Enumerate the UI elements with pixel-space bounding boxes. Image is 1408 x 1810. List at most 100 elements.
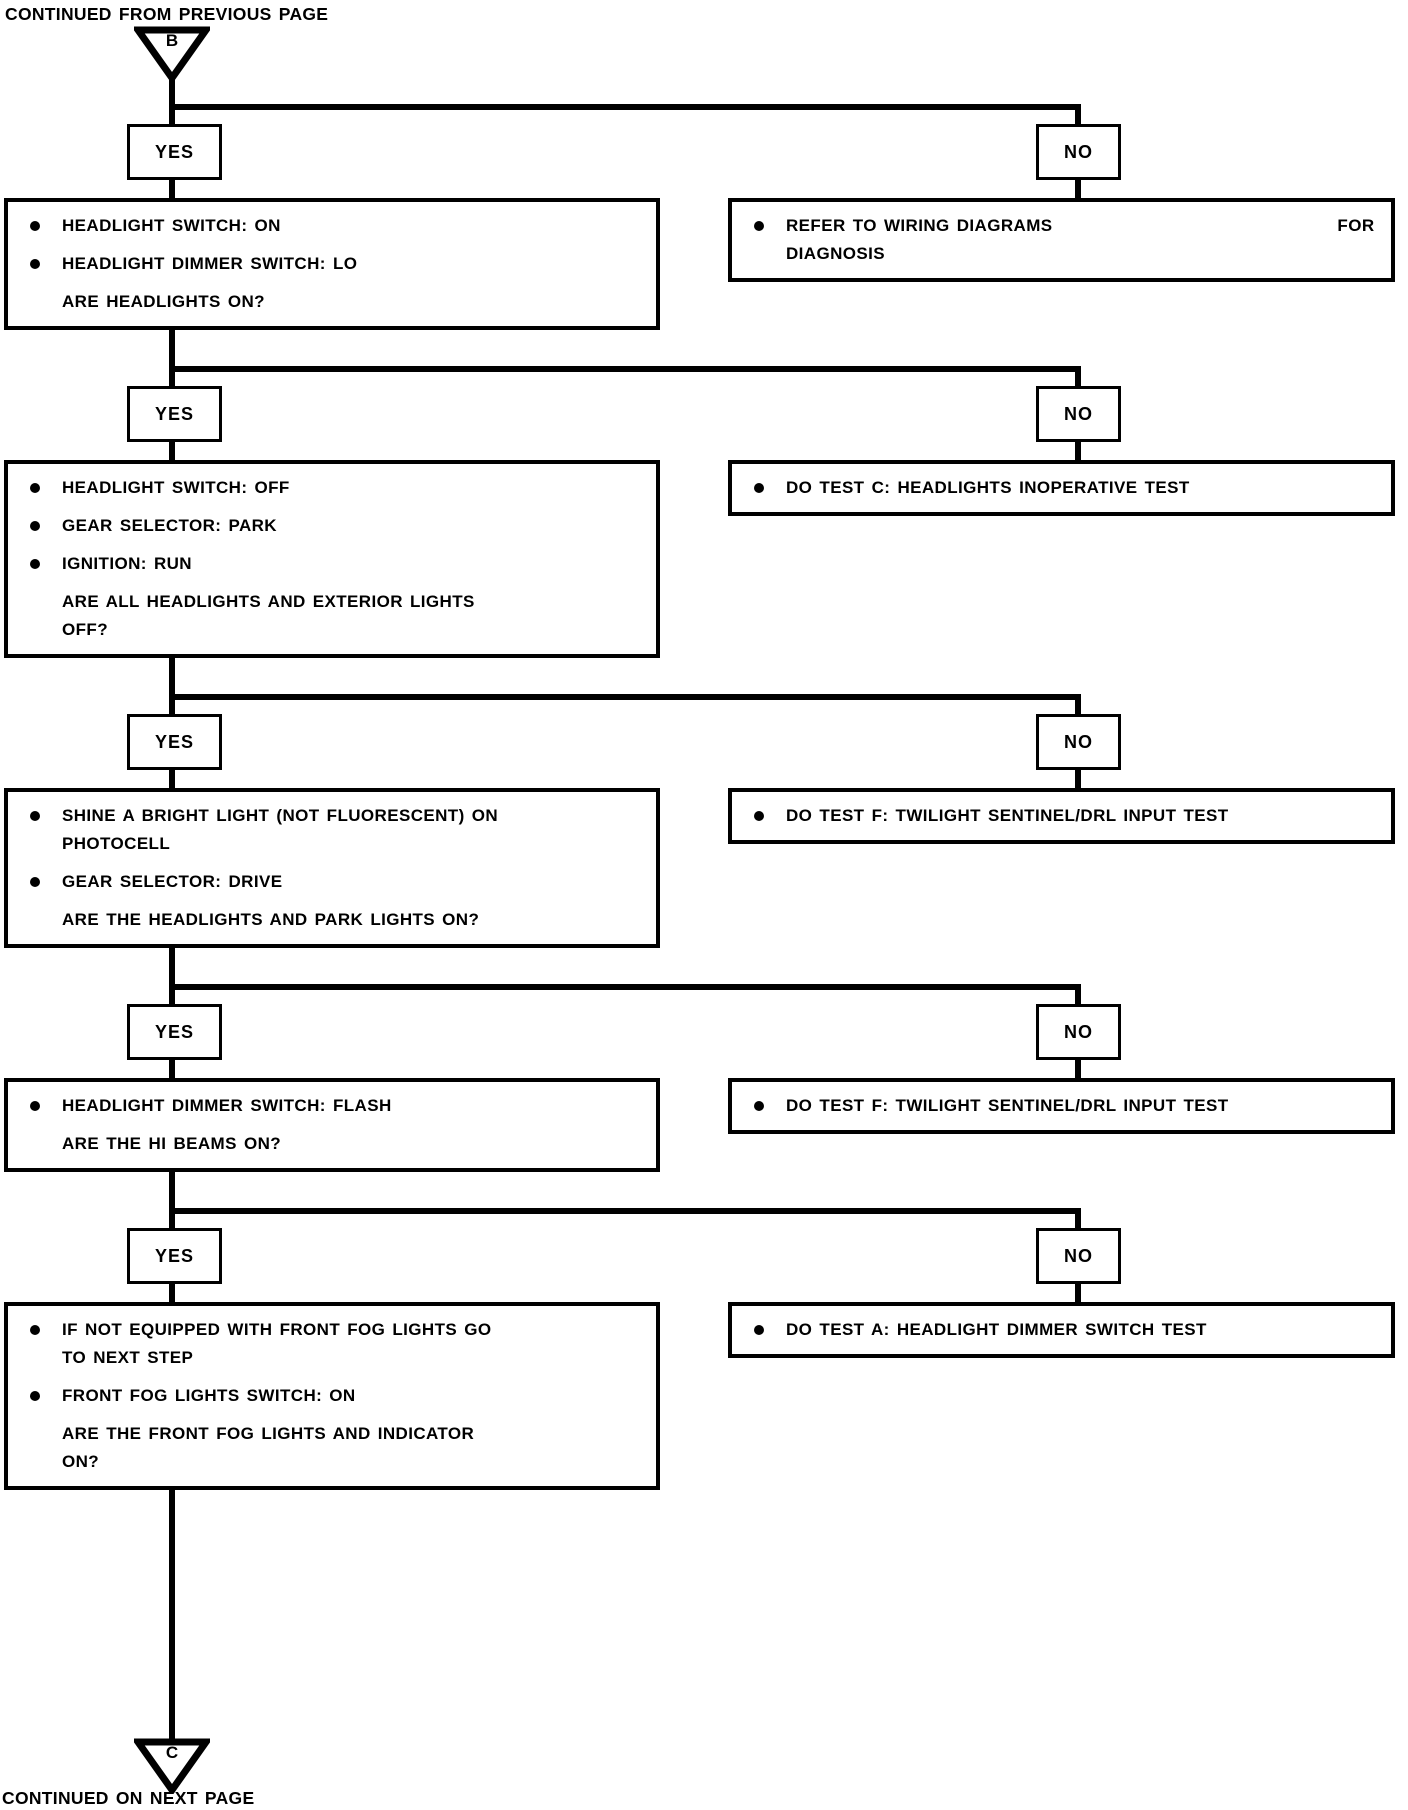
condition-box-1: HEADLIGHT SWITCH: ON HEADLIGHT DIMMER SW… <box>4 198 660 330</box>
no-label: NO <box>1064 731 1093 752</box>
bullet-icon <box>30 259 40 269</box>
question-text: ARE THE FRONT FOG LIGHTS AND INDICATOR O… <box>62 1424 475 1471</box>
bullet-icon <box>754 1101 764 1111</box>
bullet-icon <box>30 1391 40 1401</box>
bullet-icon <box>754 1325 764 1335</box>
bullet-item: REFER TO WIRING DIAGRAMS FOR DIAGNOSIS <box>748 212 1381 268</box>
bullet-text: GEAR SELECTOR: DRIVE <box>62 872 283 891</box>
connector-line <box>169 658 175 700</box>
question-item: ARE THE HI BEAMS ON? <box>24 1130 646 1158</box>
connector-line <box>1075 110 1081 124</box>
bullet-item: HEADLIGHT SWITCH: ON <box>24 212 646 240</box>
bullet-icon <box>30 559 40 569</box>
bullet-icon <box>754 221 764 231</box>
no-label: NO <box>1064 141 1093 162</box>
bullet-item: DO TEST F: TWILIGHT SENTINEL/DRL INPUT T… <box>748 1092 1381 1120</box>
question-text: ARE HEADLIGHTS ON? <box>62 292 265 311</box>
action-text: DO TEST F: TWILIGHT SENTINEL/DRL INPUT T… <box>786 806 1229 825</box>
no-badge-5: NO <box>1036 1228 1121 1284</box>
off-page-connector-c: C <box>134 1738 210 1794</box>
bullet-item: FRONT FOG LIGHTS SWITCH: ON <box>24 1382 646 1410</box>
connector-line <box>169 948 175 990</box>
connector-line <box>169 366 1081 372</box>
connector-line <box>169 78 175 110</box>
bullet-icon <box>30 521 40 531</box>
bullet-text: GEAR SELECTOR: PARK <box>62 516 277 535</box>
action-text: REFER TO WIRING DIAGRAMS FOR DIAGNOSIS <box>786 216 1375 263</box>
connector-line <box>1075 770 1081 788</box>
connector-line <box>1075 1284 1081 1302</box>
connector-line <box>169 330 175 372</box>
action-text: DO TEST A: HEADLIGHT DIMMER SWITCH TEST <box>786 1320 1207 1339</box>
bullet-icon <box>30 1101 40 1111</box>
connector-line <box>169 984 1081 990</box>
connector-line <box>1075 372 1081 386</box>
action-text: DO TEST F: TWILIGHT SENTINEL/DRL INPUT T… <box>786 1096 1229 1115</box>
bullet-item: HEADLIGHT SWITCH: OFF <box>24 474 646 502</box>
connector-line <box>169 990 175 1004</box>
connector-line <box>1075 1214 1081 1228</box>
connector-letter-b: B <box>165 31 179 50</box>
question-item: ARE ALL HEADLIGHTS AND EXTERIOR LIGHTS O… <box>24 588 646 644</box>
connector-line <box>1075 700 1081 714</box>
condition-box-5: IF NOT EQUIPPED WITH FRONT FOG LIGHTS GO… <box>4 1302 660 1490</box>
action-box-3: DO TEST F: TWILIGHT SENTINEL/DRL INPUT T… <box>728 788 1395 844</box>
action-box-5: DO TEST A: HEADLIGHT DIMMER SWITCH TEST <box>728 1302 1395 1358</box>
yes-label: YES <box>154 1021 195 1042</box>
bullet-text: HEADLIGHT SWITCH: ON <box>62 216 281 235</box>
bullet-item: GEAR SELECTOR: PARK <box>24 512 646 540</box>
yes-badge-3: YES <box>127 714 222 770</box>
connector-letter-c: C <box>165 1743 179 1762</box>
triangle-icon <box>134 1738 210 1794</box>
bullet-text: FRONT FOG LIGHTS SWITCH: ON <box>62 1386 356 1405</box>
connector-line <box>169 110 175 124</box>
bullet-icon <box>754 811 764 821</box>
yes-label: YES <box>154 1245 195 1266</box>
bullet-item: GEAR SELECTOR: DRIVE <box>24 868 646 896</box>
connector-line <box>169 1490 175 1740</box>
bullet-text: SHINE A BRIGHT LIGHT (NOT FLUORESCENT) O… <box>62 806 499 853</box>
bullet-icon <box>754 483 764 493</box>
no-badge-2: NO <box>1036 386 1121 442</box>
connector-line <box>169 180 175 198</box>
yes-badge-1: YES <box>127 124 222 180</box>
connector-line <box>169 1284 175 1302</box>
bullet-item: DO TEST A: HEADLIGHT DIMMER SWITCH TEST <box>748 1316 1381 1344</box>
bullet-item: DO TEST C: HEADLIGHTS INOPERATIVE TEST <box>748 474 1381 502</box>
connector-line <box>169 1214 175 1228</box>
continued-on-note: CONTINUED ON NEXT PAGE <box>2 1788 255 1808</box>
connector-line <box>169 442 175 460</box>
bullet-text: HEADLIGHT SWITCH: OFF <box>62 478 290 497</box>
question-item: ARE THE HEADLIGHTS AND PARK LIGHTS ON? <box>24 906 646 934</box>
connector-line <box>1075 1060 1081 1078</box>
bullet-item: HEADLIGHT DIMMER SWITCH: FLASH <box>24 1092 646 1120</box>
bullet-text: IGNITION: RUN <box>62 554 192 573</box>
connector-line <box>169 1172 175 1214</box>
condition-box-2: HEADLIGHT SWITCH: OFF GEAR SELECTOR: PAR… <box>4 460 660 658</box>
action-text: DO TEST C: HEADLIGHTS INOPERATIVE TEST <box>786 478 1190 497</box>
yes-badge-5: YES <box>127 1228 222 1284</box>
bullet-item: IGNITION: RUN <box>24 550 646 578</box>
no-label: NO <box>1064 1245 1093 1266</box>
no-label: NO <box>1064 403 1093 424</box>
no-label: NO <box>1064 1021 1093 1042</box>
bullet-item: DO TEST F: TWILIGHT SENTINEL/DRL INPUT T… <box>748 802 1381 830</box>
connector-line <box>169 1060 175 1078</box>
connector-line <box>1075 990 1081 1004</box>
connector-line <box>169 694 1081 700</box>
connector-line <box>1075 442 1081 460</box>
bullet-text: IF NOT EQUIPPED WITH FRONT FOG LIGHTS GO… <box>62 1320 492 1367</box>
question-item: ARE HEADLIGHTS ON? <box>24 288 646 316</box>
connector-line <box>169 1208 1081 1214</box>
bullet-text: HEADLIGHT DIMMER SWITCH: FLASH <box>62 1096 392 1115</box>
yes-label: YES <box>154 141 195 162</box>
connector-line <box>169 770 175 788</box>
bullet-item: IF NOT EQUIPPED WITH FRONT FOG LIGHTS GO… <box>24 1316 646 1372</box>
bullet-icon <box>30 483 40 493</box>
action-box-4: DO TEST F: TWILIGHT SENTINEL/DRL INPUT T… <box>728 1078 1395 1134</box>
condition-box-4: HEADLIGHT DIMMER SWITCH: FLASH ARE THE H… <box>4 1078 660 1172</box>
connector-line <box>169 700 175 714</box>
question-item: ARE THE FRONT FOG LIGHTS AND INDICATOR O… <box>24 1420 646 1476</box>
action-box-2: DO TEST C: HEADLIGHTS INOPERATIVE TEST <box>728 460 1395 516</box>
